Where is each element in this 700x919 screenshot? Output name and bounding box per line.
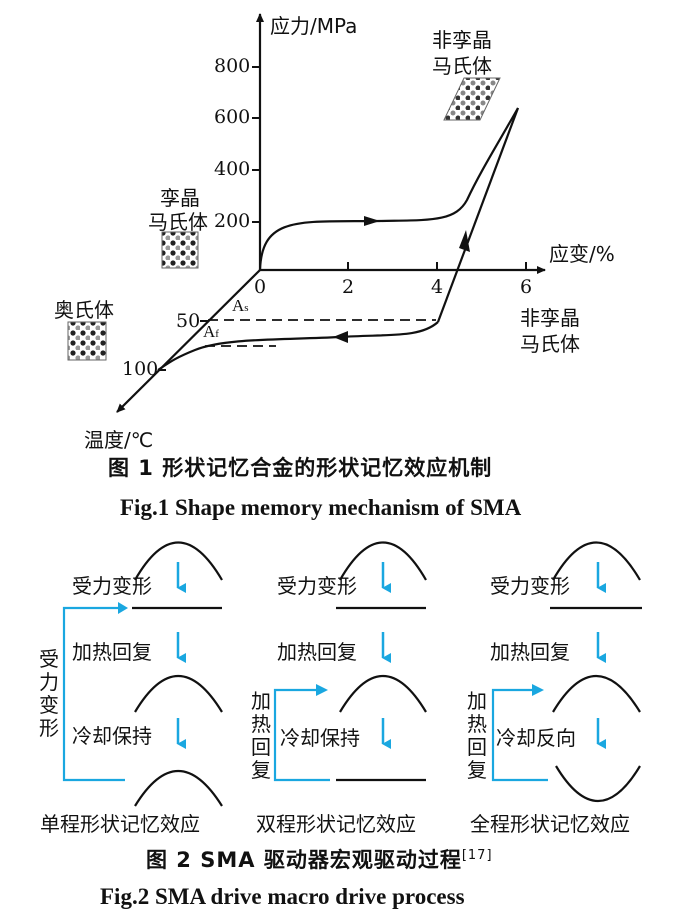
figure-1-caption-cn: 图 1 形状记忆合金的形状记忆效应机制 [108, 456, 493, 480]
figure-2-caption-en: Fig.2 SMA drive macro drive process [100, 884, 465, 909]
col1-step2-label: 加热回复 [72, 640, 152, 664]
col3-step1-label: 受力变形 [490, 574, 570, 598]
detwinned-martensite-top-line2: 马氏体 [432, 54, 492, 78]
y-tick-800: 800 [214, 55, 251, 77]
col2-step3-label: 冷却保持 [280, 726, 360, 750]
austenite-label: 奥氏体 [54, 298, 114, 322]
x-tick-2: 2 [342, 276, 355, 298]
twinned-martensite-lattice-icon [161, 231, 199, 269]
col1-step1-label: 受力变形 [72, 574, 152, 598]
col1-cycle-bracket [62, 606, 125, 782]
af-label: Af [203, 322, 219, 341]
col3-arch-bottom-inverted [555, 765, 641, 803]
col1-side-label: 受力变形 [39, 647, 59, 740]
col1-arch-mid [134, 674, 223, 713]
col3-arch-top [552, 541, 641, 581]
x-tick-6: 6 [520, 276, 533, 298]
detwinned-martensite-bottom-line2: 马氏体 [520, 332, 580, 356]
twinned-martensite-line2: 马氏体 [148, 210, 208, 234]
figure-2-caption-cn: 图 2 SMA 驱动器宏观驱动过程[17] [146, 848, 493, 872]
as-label: As [232, 296, 249, 315]
col3-arch-mid [552, 674, 641, 713]
detwinned-martensite-lattice-icon [443, 77, 501, 121]
unloading-arrow [459, 230, 470, 252]
loading-arrow [364, 216, 380, 226]
col1-title: 单程形状记忆效应 [40, 812, 200, 836]
detwinned-martensite-bottom-line1: 非孪晶 [520, 306, 580, 330]
col2-cycle-bracket [273, 688, 330, 782]
col1-arch-bottom [134, 769, 223, 807]
col2-title: 双程形状记忆效应 [256, 812, 416, 836]
figure-1-caption-en: Fig.1 Shape memory mechanism of SMA [120, 495, 522, 520]
x-tick-0: 0 [254, 276, 267, 298]
y-tick-600: 600 [214, 106, 251, 128]
detwinned-martensite-top-line1: 非孪晶 [432, 28, 492, 52]
loading-curve [258, 107, 519, 271]
twinned-martensite-line1: 孪晶 [160, 186, 200, 210]
temperature-axis-label: 温度/℃ [84, 428, 154, 452]
col1-step3-label: 冷却保持 [72, 724, 152, 748]
col2-step1-label: 受力变形 [277, 574, 357, 598]
col3-title: 全程形状记忆效应 [470, 812, 630, 836]
col2-side-label: 加热回复 [251, 689, 271, 782]
y-tick-400: 400 [214, 158, 251, 180]
unloading-line [436, 107, 520, 323]
col3-side-label: 加热回复 [467, 689, 487, 782]
col3-step3-label: 冷却反向 [496, 726, 576, 750]
col3-step2-label: 加热回复 [490, 640, 570, 664]
x-axis-label: 应变/% [549, 242, 615, 266]
z-tick-50: 50 [176, 310, 201, 332]
austenite-lattice-icon [67, 321, 107, 361]
y-axis-label: 应力/MPa [270, 14, 358, 38]
col2-step2-label: 加热回复 [277, 640, 357, 664]
z-tick-100: 100 [122, 358, 159, 380]
col2-arch-mid [339, 674, 427, 713]
y-tick-200: 200 [214, 210, 251, 232]
col3-cycle-bracket [491, 688, 548, 782]
x-tick-4: 4 [431, 276, 444, 298]
col1-arch-top [134, 541, 223, 581]
recovery-curve [157, 321, 439, 371]
recovery-arrow [333, 331, 348, 343]
col2-arch-top [339, 541, 427, 581]
temperature-axis [116, 269, 261, 413]
